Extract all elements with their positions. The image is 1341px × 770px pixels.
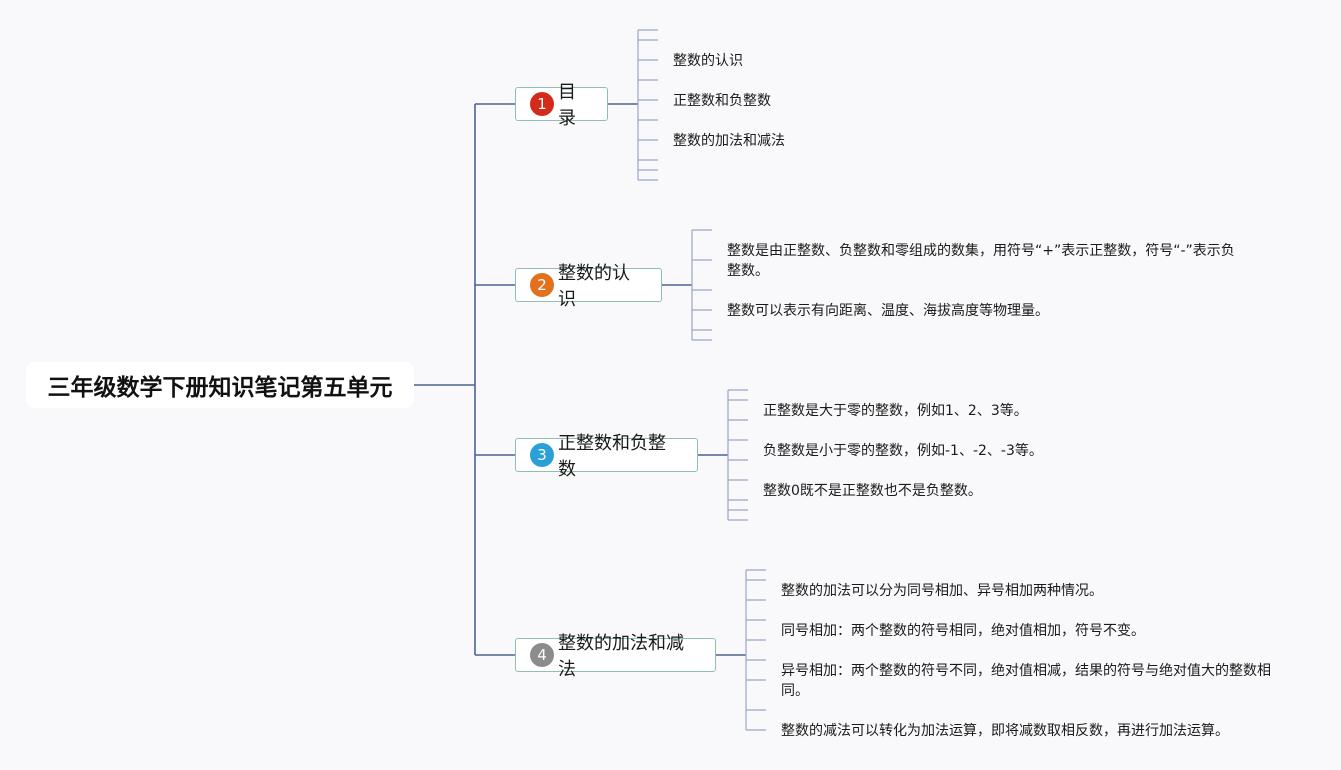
topic-label: 目录 (558, 82, 576, 129)
topic-label: 整数的加法和减法 (558, 633, 684, 680)
number-badge: 1 (530, 92, 554, 116)
leaf-item[interactable]: 整数可以表示有向距离、温度、海拔高度等物理量。 (727, 303, 1049, 319)
leaf-item[interactable]: 整数的认识 (673, 53, 743, 69)
topic-add-subtract[interactable]: 4 整数的加法和减法 (515, 633, 716, 680)
number-badge: 3 (530, 443, 554, 467)
leaf-item[interactable]: 整数是由正整数、负整数和零组成的数集，用符号“+”表示正整数，符号“-”表示负整… (727, 243, 1235, 279)
root-topic[interactable]: 三年级数学下册知识笔记第五单元 (26, 362, 414, 408)
leaf-item[interactable]: 整数的加法和减法 (673, 133, 785, 149)
number-badge: 2 (530, 273, 554, 297)
topic-label: 正整数和负整数 (558, 433, 666, 480)
leaf-item[interactable]: 异号相加：两个整数的符号不同，绝对值相减，结果的符号与绝对值大的整数相同。 (781, 663, 1271, 699)
leaf-item[interactable]: 正整数和负整数 (673, 93, 771, 109)
leaf-item[interactable]: 整数的减法可以转化为加法运算，即将减数取相反数，再进行加法运算。 (781, 723, 1229, 739)
leaf-item[interactable]: 正整数是大于零的整数，例如1、2、3等。 (763, 403, 1028, 419)
topic-integer-concept[interactable]: 2 整数的认识 (515, 263, 662, 310)
number-badge: 4 (530, 643, 554, 667)
topic-label: 整数的认识 (558, 263, 630, 310)
leaf-item[interactable]: 整数的加法可以分为同号相加、异号相加两种情况。 (781, 583, 1103, 599)
leaf-item[interactable]: 同号相加：两个整数的符号相同，绝对值相加，符号不变。 (781, 623, 1145, 639)
topic-toc[interactable]: 1 目录 (515, 82, 608, 129)
topic-positive-negative[interactable]: 3 正整数和负整数 (515, 433, 698, 480)
leaf-item[interactable]: 负整数是小于零的整数，例如-1、-2、-3等。 (763, 443, 1043, 459)
root-title: 三年级数学下册知识笔记第五单元 (47, 375, 393, 401)
leaf-item[interactable]: 整数0既不是正整数也不是负整数。 (763, 483, 982, 499)
